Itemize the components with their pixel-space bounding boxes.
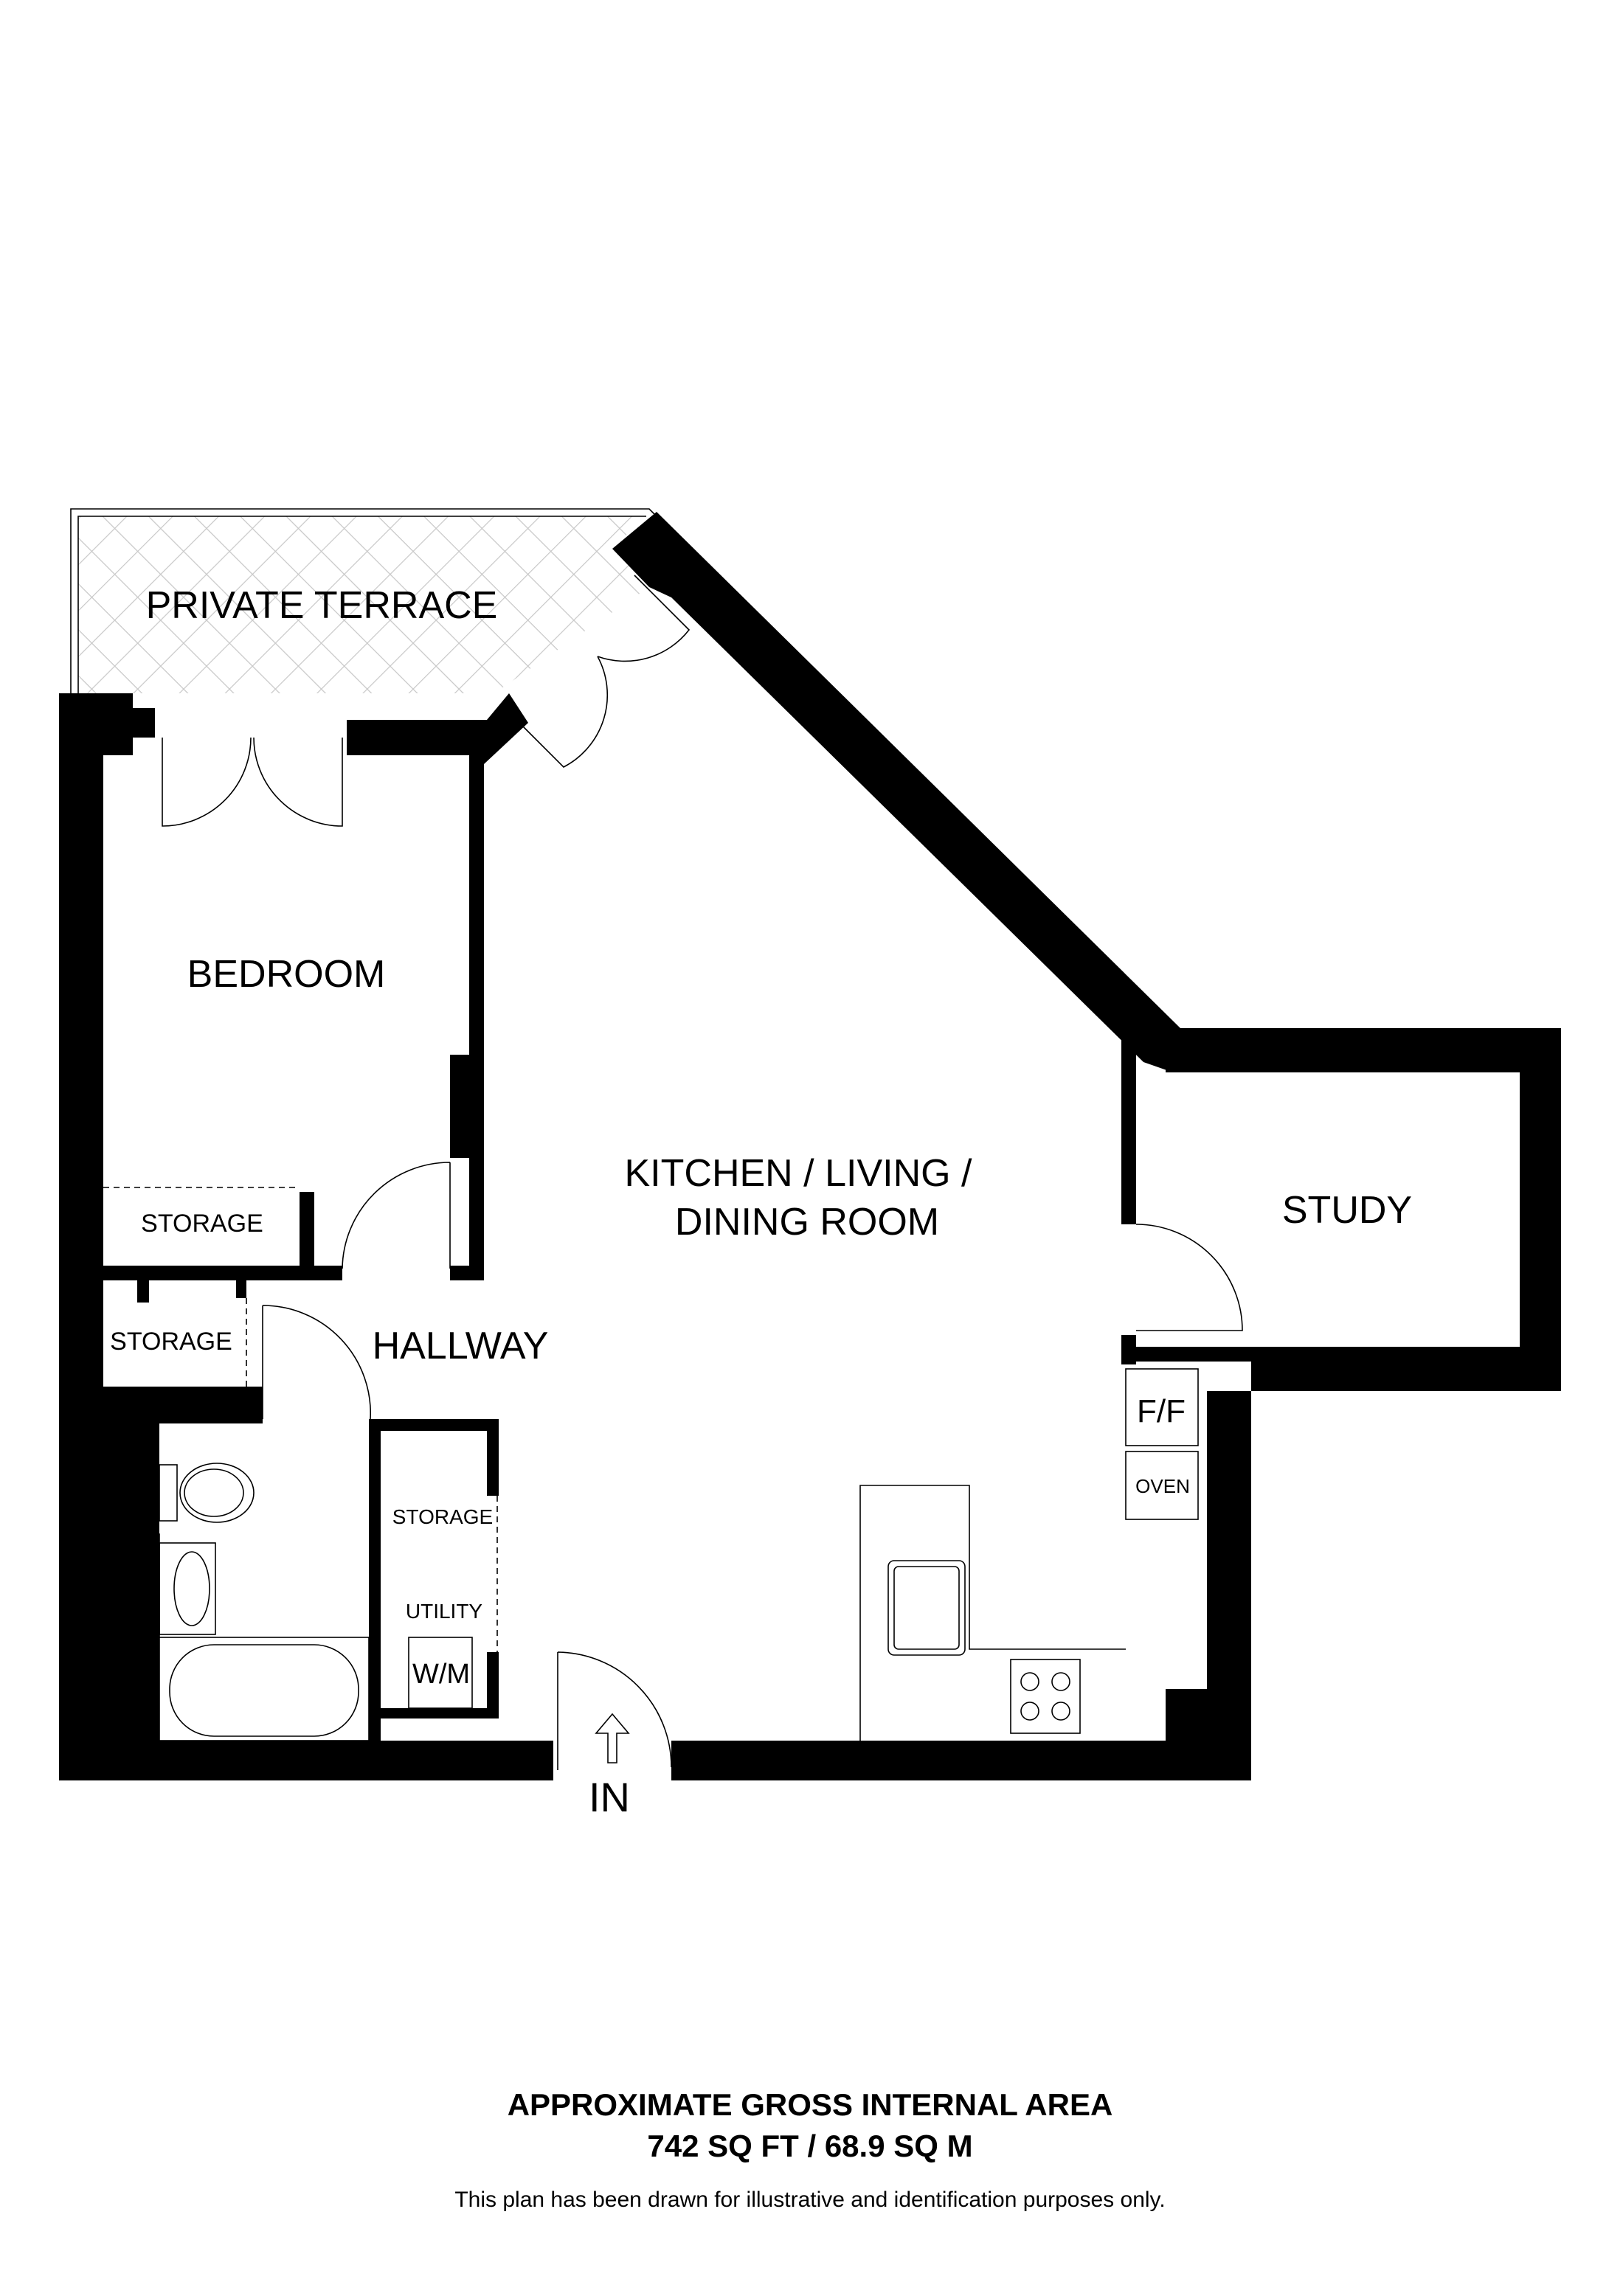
room-label-terrace: PRIVATE TERRACE [146, 584, 498, 627]
area-title: APPROXIMATE GROSS INTERNAL AREA [508, 2087, 1113, 2122]
appliance-label-wm: W/M [412, 1659, 470, 1690]
kitchen-counter [859, 1485, 1126, 1741]
basin-icon [125, 1533, 216, 1638]
room-label-kitchen-2: DINING ROOM [675, 1201, 939, 1244]
room-label-hallway: HALLWAY [373, 1325, 549, 1367]
room-label-kitchen-1: KITCHEN / LIVING / [625, 1152, 973, 1195]
entrance-arrow-icon [595, 1713, 630, 1763]
area-value: 742 SQ FT / 68.9 SQ M [647, 2129, 972, 2163]
hob-icon [1010, 1659, 1081, 1734]
walls [59, 512, 1561, 1780]
room-label-bedroom-storage: STORAGE [141, 1210, 263, 1238]
disclaimer: This plan has been drawn for illustrativ… [454, 2188, 1165, 2212]
bathtub-icon [159, 1637, 370, 1741]
entrance-label: IN [589, 1774, 630, 1820]
toilet-icon [159, 1463, 255, 1523]
appliance-label-ff: F/F [1137, 1393, 1186, 1429]
private-terrace [70, 508, 657, 693]
fridge-freezer [1125, 1368, 1199, 1446]
room-label-utility: UTILITY [406, 1600, 483, 1623]
room-label-hall-storage: STORAGE [110, 1328, 232, 1356]
sink-icon [887, 1560, 966, 1656]
appliance-label-oven: OVEN [1135, 1475, 1190, 1497]
room-label-bedroom: BEDROOM [187, 953, 386, 996]
oven [1125, 1451, 1199, 1520]
washing-machine [408, 1637, 473, 1709]
room-label-study: STUDY [1282, 1189, 1412, 1232]
doors [162, 575, 1243, 1770]
room-label-utility-storage: STORAGE [392, 1505, 493, 1528]
